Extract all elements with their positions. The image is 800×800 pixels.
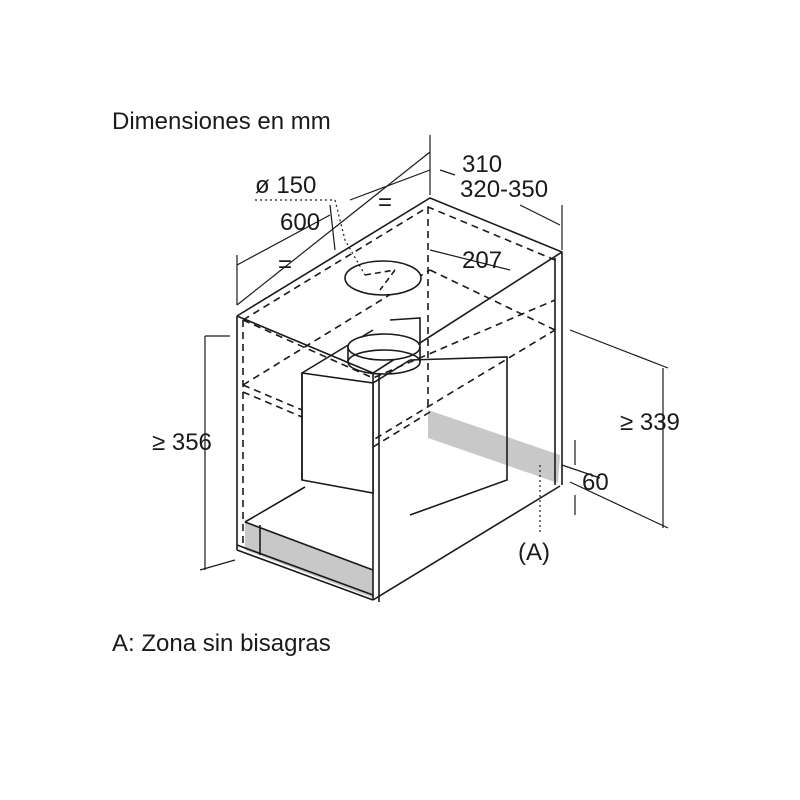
title: Dimensiones en mm (112, 108, 331, 135)
dim-320-350: 320-350 (460, 176, 548, 203)
zone-marker: (A) (518, 539, 550, 566)
dim-600: 600 (280, 209, 320, 236)
dim-duct-diameter: ø 150 (255, 172, 316, 199)
dim-60: 60 (582, 469, 609, 496)
zone-a-front (245, 522, 373, 598)
dim-310: 310 (462, 151, 502, 178)
zone-a-side (428, 410, 560, 483)
hood-body (301, 260, 508, 516)
dim-equal-left: = (278, 251, 292, 278)
dim-207: 207 (462, 247, 502, 274)
hidden-lines (242, 206, 556, 545)
legend-text: A: Zona sin bisagras (112, 630, 331, 657)
dim-height-right: ≥ 339 (620, 409, 680, 436)
dim-height-left: ≥ 356 (152, 429, 212, 456)
dim-equal-right: = (378, 189, 392, 216)
dimension-lines (199, 135, 669, 571)
